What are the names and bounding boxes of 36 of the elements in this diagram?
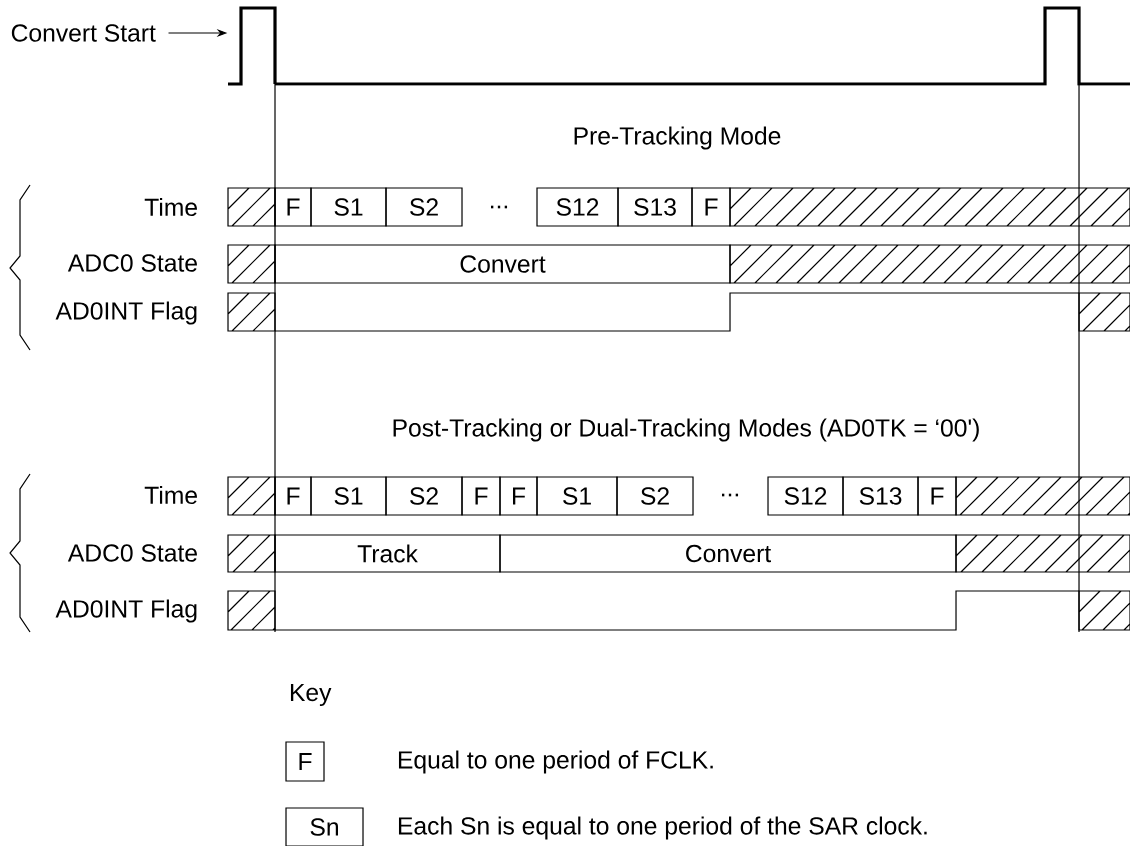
key-description: Equal to one period of FCLK.	[398, 750, 713, 774]
pulse-signal	[228, 6, 277, 86]
time-cell: S12	[767, 476, 844, 516]
time-cell: S1	[536, 476, 618, 516]
mode-title: Post-Tracking or Dual-Tracking Modes (AD0TK = ‘00')	[393, 418, 979, 442]
row-label: Time	[144, 485, 197, 505]
state-bar: Convert	[499, 534, 957, 573]
mode-title: Pre-Tracking Mode	[574, 126, 781, 150]
time-cell: S1	[310, 476, 387, 516]
time-cell: F	[274, 476, 312, 516]
row-label: AD0INT Flag	[55, 301, 197, 325]
state-bar: Track	[274, 534, 501, 573]
time-cell: F	[461, 476, 501, 516]
row-label: Time	[144, 197, 197, 217]
time-cell: F	[917, 476, 957, 516]
time-cell: S2	[616, 476, 694, 516]
time-cell: F	[691, 187, 731, 227]
signal-label: Convert Start	[11, 24, 156, 42]
time-cell: S13	[617, 187, 693, 227]
time-cell: S12	[536, 187, 619, 227]
time-cell: S1	[310, 187, 387, 227]
ellipsis: ...	[491, 205, 508, 209]
key-heading: Key	[290, 683, 332, 707]
time-cell: S2	[385, 476, 463, 516]
time-cell: S2	[385, 187, 463, 227]
time-cell: S13	[842, 476, 919, 516]
key-box: Sn	[285, 807, 364, 846]
time-cell: F	[499, 476, 538, 516]
time-cell: F	[274, 187, 312, 227]
key-box: F	[285, 741, 325, 782]
row-label: ADC0 State	[67, 544, 197, 562]
row-label: AD0INT Flag	[55, 599, 197, 623]
key-description: Each Sn is equal to one period of the SAR clock.	[398, 816, 927, 840]
row-label: ADC0 State	[67, 254, 197, 272]
ellipsis: ...	[722, 493, 739, 497]
state-bar: Convert	[274, 244, 731, 284]
